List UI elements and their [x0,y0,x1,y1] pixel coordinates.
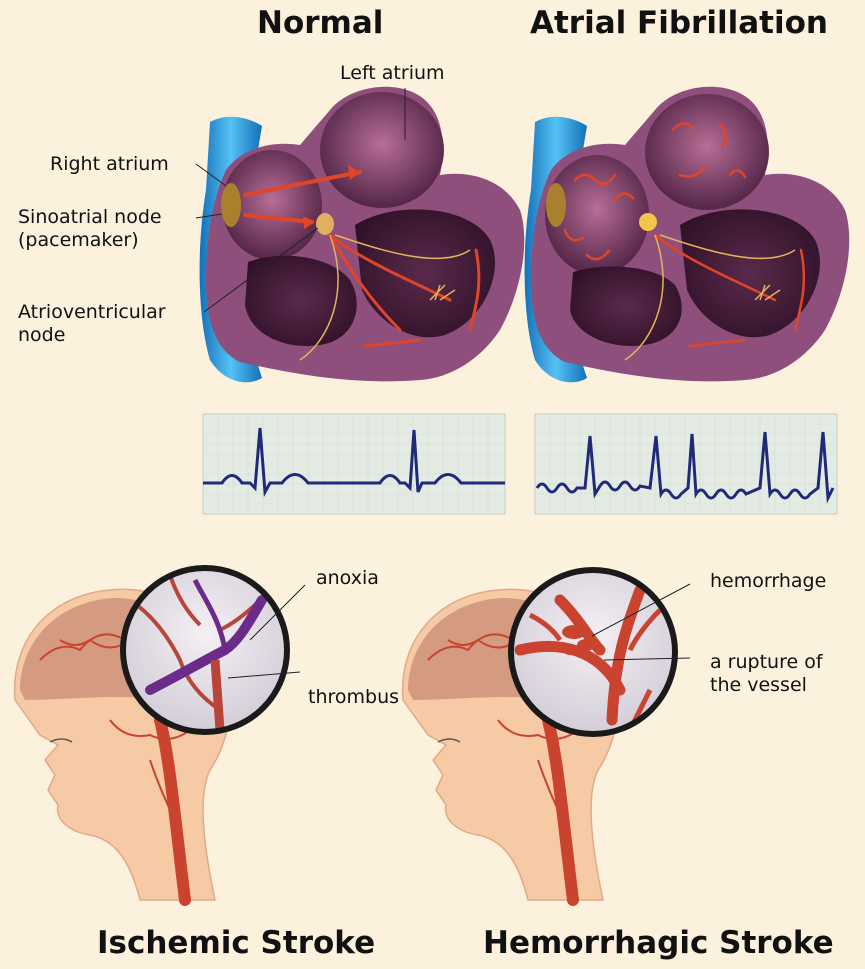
normal-heart [200,87,525,382]
ecg-afib [535,414,837,514]
sinoatrial-node [221,183,241,227]
sinoatrial-node [546,183,566,227]
atrioventricular-node [316,213,334,235]
label-left-atrium: Left atrium [340,62,445,85]
ecg-normal [203,414,505,514]
label-node: node [18,324,65,347]
label-anoxia: anoxia [316,567,379,590]
atrioventricular-node [639,213,657,231]
hemorrhage-blob [563,645,577,655]
afib-heart [525,87,850,382]
label-right-atrium: Right atrium [50,153,169,176]
label-rupture: a rupture of [710,651,823,674]
hemorrhage-blob [562,625,586,639]
label-sinoatrial-node: Sinoatrial node [18,206,162,229]
ischemic-head [15,568,287,900]
label-atrioventricular: Atrioventricular [18,301,166,324]
label-pacemaker: (pacemaker) [18,229,139,252]
label-thrombus: thrombus [308,686,399,709]
label-hemorrhage: hemorrhage [710,570,826,593]
left-atrium-chamber [320,92,444,208]
hemorrhage-blob [577,639,595,651]
label-vessel: the vessel [710,674,807,697]
left-atrium-chamber [645,94,769,210]
